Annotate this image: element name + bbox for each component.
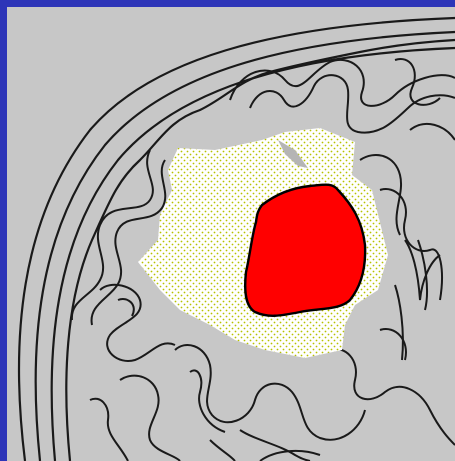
- infarct-core: [245, 185, 365, 316]
